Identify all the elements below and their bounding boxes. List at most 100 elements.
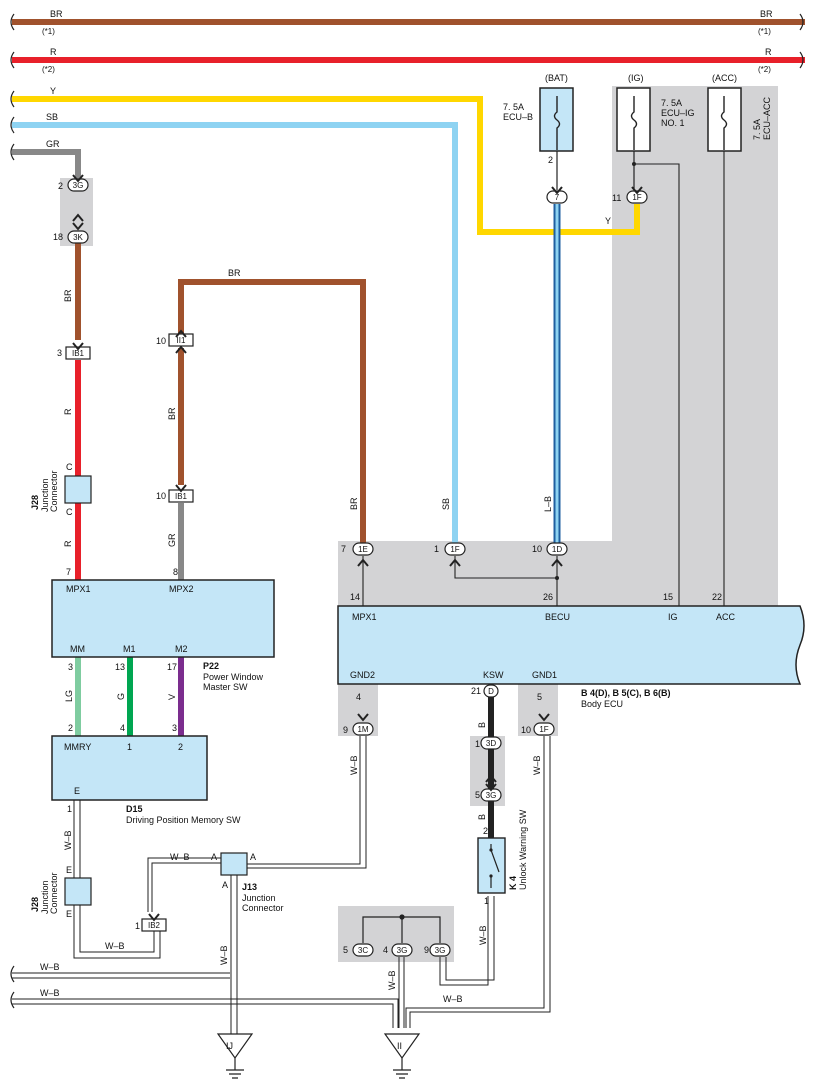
label-br-top-left: BR (50, 9, 63, 19)
d15-e: E (74, 786, 80, 796)
ecu-top-links (362, 556, 559, 606)
arrow-12 (357, 713, 369, 722)
label-wb-gnd2: W–B (349, 755, 359, 775)
p22-mpx1: MPX1 (66, 584, 91, 594)
connector-c1f-14: 1F (533, 722, 555, 736)
j28-name1-bottom: Junction (40, 880, 50, 914)
j28-pin-e-bottom: E (66, 909, 72, 919)
pin-5-3g: 5 (475, 790, 480, 800)
ecu-ksw: KSW (483, 670, 504, 680)
arrow-7 (551, 186, 563, 195)
label-wb-k4: W–B (478, 925, 488, 945)
pin-1-ib2: 1 (135, 921, 140, 931)
note-1-left: (*1) (42, 27, 55, 36)
pin-8: 8 (173, 567, 178, 577)
j13-a-right: A (250, 852, 256, 862)
note-2-right: (*2) (758, 65, 771, 74)
pin-5-gnd1: 5 (537, 692, 542, 702)
connector-c3g-0: 3G (67, 178, 89, 192)
fuse-ig-tag: (IG) (628, 73, 644, 83)
arrow-6 (175, 484, 187, 493)
label-sb-ecu: SB (441, 498, 451, 510)
connector-c1e-7: 1E (352, 542, 374, 556)
pin-3-mm: 3 (68, 662, 73, 672)
pin-26: 26 (543, 592, 553, 602)
pin-1-k4: 1 (484, 896, 489, 906)
label-sb-top: SB (46, 112, 58, 122)
pin-10-ii1: 10 (156, 336, 166, 346)
arrow-13 (485, 774, 497, 783)
ground-ij-label: IJ (226, 1041, 233, 1051)
ecu-mpx1: MPX1 (352, 612, 377, 622)
fuse-acc-tag: (ACC) (712, 73, 737, 83)
fuse-ig-name: ECU–IG (661, 108, 695, 118)
arrow-8 (631, 186, 643, 195)
ecu-ref: B 4(D), B 5(C), B 6(B) (581, 688, 671, 698)
pin-14: 14 (350, 592, 360, 602)
p22-mm: MM (70, 644, 85, 654)
driving-position-memory-sw (51, 735, 208, 801)
j28-name2-top: Connector (49, 470, 59, 512)
label-r-top-left: R (50, 47, 57, 57)
j13-name1: Junction (242, 893, 276, 903)
j28-pin-c-bottom: C (66, 507, 73, 517)
connector-c1f-8: 1F (444, 542, 466, 556)
arrow-15 (538, 713, 550, 722)
pin-17: 17 (167, 662, 177, 672)
splice-bar (362, 914, 441, 943)
label-br-ecu: BR (349, 497, 359, 510)
arrow-10 (449, 558, 461, 567)
ground-wires (10, 736, 551, 1034)
p22-name2: Master SW (203, 682, 248, 692)
label-y-top: Y (50, 86, 56, 96)
connector-c3g-13: 3G (480, 788, 502, 802)
j28-pin-c-top: C (66, 462, 73, 472)
arrow-11 (551, 558, 563, 567)
connector-label: IB1 (72, 349, 85, 358)
j28-name1-top: Junction (40, 478, 50, 512)
arrow-1 (72, 213, 84, 222)
arrow-14 (485, 783, 497, 792)
pin-10-ib1: 10 (156, 491, 166, 501)
j28-ref-top: J28 (30, 495, 40, 510)
d15-t1: 1 (127, 742, 132, 752)
connector-c7-5: 7 (546, 190, 568, 204)
fuse-bat-tag: (BAT) (545, 73, 568, 83)
fuse-bat-pin: 2 (548, 155, 553, 165)
arrow-16 (148, 913, 160, 922)
label-wb-ij: W–B (219, 945, 229, 965)
pin-7-1e: 7 (341, 544, 346, 554)
connector-c3k-1: 3K (67, 230, 89, 244)
shaded-areas (60, 86, 778, 962)
pin-15: 15 (663, 592, 673, 602)
pin-3-ib1: 3 (57, 348, 62, 358)
label-g: G (116, 693, 126, 700)
k4-name: Unlock Warning SW (518, 809, 528, 890)
connector-c1m-10: 1M (352, 722, 374, 736)
fuse-ig-rating: 7. 5A (661, 98, 682, 108)
label-br-top-right: BR (760, 9, 773, 19)
connector-label: 3C (358, 946, 368, 955)
label-wb-bottom-2: W–B (40, 988, 60, 998)
label-gr-top: GR (46, 139, 60, 149)
j28-pin-e-top: E (66, 865, 72, 875)
pin-11: 11 (612, 193, 621, 203)
fuse-acc-rating: 7. 5A (752, 119, 762, 140)
top-wires (10, 13, 805, 544)
j13-a-bottom: A (222, 880, 228, 890)
pin-2-k4: 2 (483, 826, 488, 836)
connector-label: 1M (357, 725, 368, 734)
junction-connector-j28-lower (64, 877, 92, 906)
left-wires (75, 241, 366, 736)
d15-name: Driving Position Memory SW (126, 815, 241, 825)
connector-label: II1 (177, 336, 186, 345)
fuse-bat-rating: 7. 5A (503, 102, 524, 112)
connector-c1f-6: 1F (626, 190, 648, 204)
d15-t2: 2 (178, 742, 183, 752)
fuse-ig-no: NO. 1 (661, 118, 685, 128)
connector-ib1-2: IB1 (65, 346, 91, 360)
connector-label: D (488, 687, 494, 696)
ecu-gnd1: GND1 (532, 670, 557, 680)
pin-1-3d: 1 (475, 739, 480, 749)
pin-13: 13 (115, 662, 125, 672)
